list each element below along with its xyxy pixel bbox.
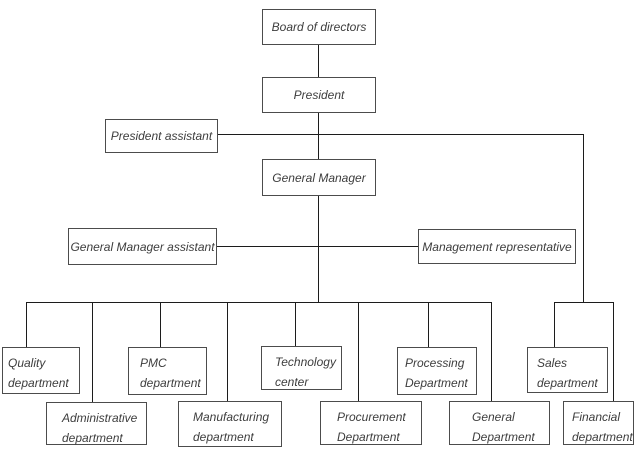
connector-pmc-drop xyxy=(160,302,161,347)
node-procurement-department: Procurement Department xyxy=(320,401,422,445)
node-label-line2: department xyxy=(193,430,254,444)
node-label-line1: Sales xyxy=(537,356,568,370)
node-label: President assistant xyxy=(110,129,213,143)
node-label: Board of directors xyxy=(271,20,367,34)
node-label-line2: department xyxy=(140,376,201,390)
node-label-line1: Processing xyxy=(405,356,465,370)
connector-general-manager-down xyxy=(318,195,319,303)
connector-general-drop xyxy=(491,302,492,401)
node-quality-department: Quality department xyxy=(2,347,80,394)
node-technology-center: Technology center xyxy=(261,346,342,390)
connector-administrative-drop xyxy=(92,302,93,402)
node-label-line2: center xyxy=(275,375,309,389)
node-label-line2: department xyxy=(572,430,633,444)
node-general-manager: General Manager xyxy=(262,159,376,196)
node-label-line2: Department xyxy=(337,430,400,444)
node-pmc-department: PMC department xyxy=(128,347,207,395)
node-label-line1: Technology xyxy=(275,355,336,369)
connector-quality-drop xyxy=(26,302,27,347)
connector-processing-drop xyxy=(428,302,429,347)
node-general-manager-assistant: General Manager assistant xyxy=(68,228,217,265)
node-label-line2: department xyxy=(537,376,598,390)
node-label-line1: PMC xyxy=(140,356,167,370)
connector-right-branch-vertical xyxy=(583,134,584,303)
connector-procurement-drop xyxy=(358,302,359,401)
node-sales-department: Sales department xyxy=(527,347,608,393)
connector-distribution-line xyxy=(26,302,492,303)
node-label-line1: Procurement xyxy=(337,410,406,424)
node-label-line1: Manufacturing xyxy=(193,410,270,424)
node-label: General Manager xyxy=(272,170,366,185)
node-label: Management representative xyxy=(422,239,572,254)
node-manufacturing-department: Manufacturing department xyxy=(178,401,282,447)
connector-board-president xyxy=(318,45,319,77)
node-president-assistant: President assistant xyxy=(105,119,218,153)
connector-assistants-line xyxy=(217,246,418,247)
node-administrative-department: Administrative department xyxy=(46,402,147,445)
node-label: President xyxy=(293,88,345,102)
node-financial-department: Financial department xyxy=(563,401,634,445)
node-board-of-directors: Board of directors xyxy=(262,9,376,45)
connector-president-general-manager xyxy=(318,113,319,159)
node-label-line2: Department xyxy=(472,430,535,444)
connector-financial-drop xyxy=(613,302,614,401)
connector-sales-drop xyxy=(554,302,555,347)
node-label-line2: Department xyxy=(405,376,468,390)
node-label-line2: department xyxy=(8,376,69,390)
node-label-line1: Financial xyxy=(572,410,621,424)
node-label-line1: Quality xyxy=(8,356,46,370)
node-processing-department: Processing Department xyxy=(397,347,477,395)
connector-president-assistant-line xyxy=(218,134,583,135)
connector-right-branch-horizontal xyxy=(554,302,614,303)
connector-manufacturing-drop xyxy=(227,302,228,401)
node-label-line2: department xyxy=(62,431,123,445)
node-label-line1: General xyxy=(472,410,515,424)
node-label: General Manager assistant xyxy=(70,239,215,254)
node-label-line1: Administrative xyxy=(62,411,138,425)
node-president: President xyxy=(262,77,376,113)
node-general-department: General Department xyxy=(449,401,550,445)
connector-technology-drop xyxy=(295,302,296,346)
node-management-representative: Management representative xyxy=(418,229,576,264)
